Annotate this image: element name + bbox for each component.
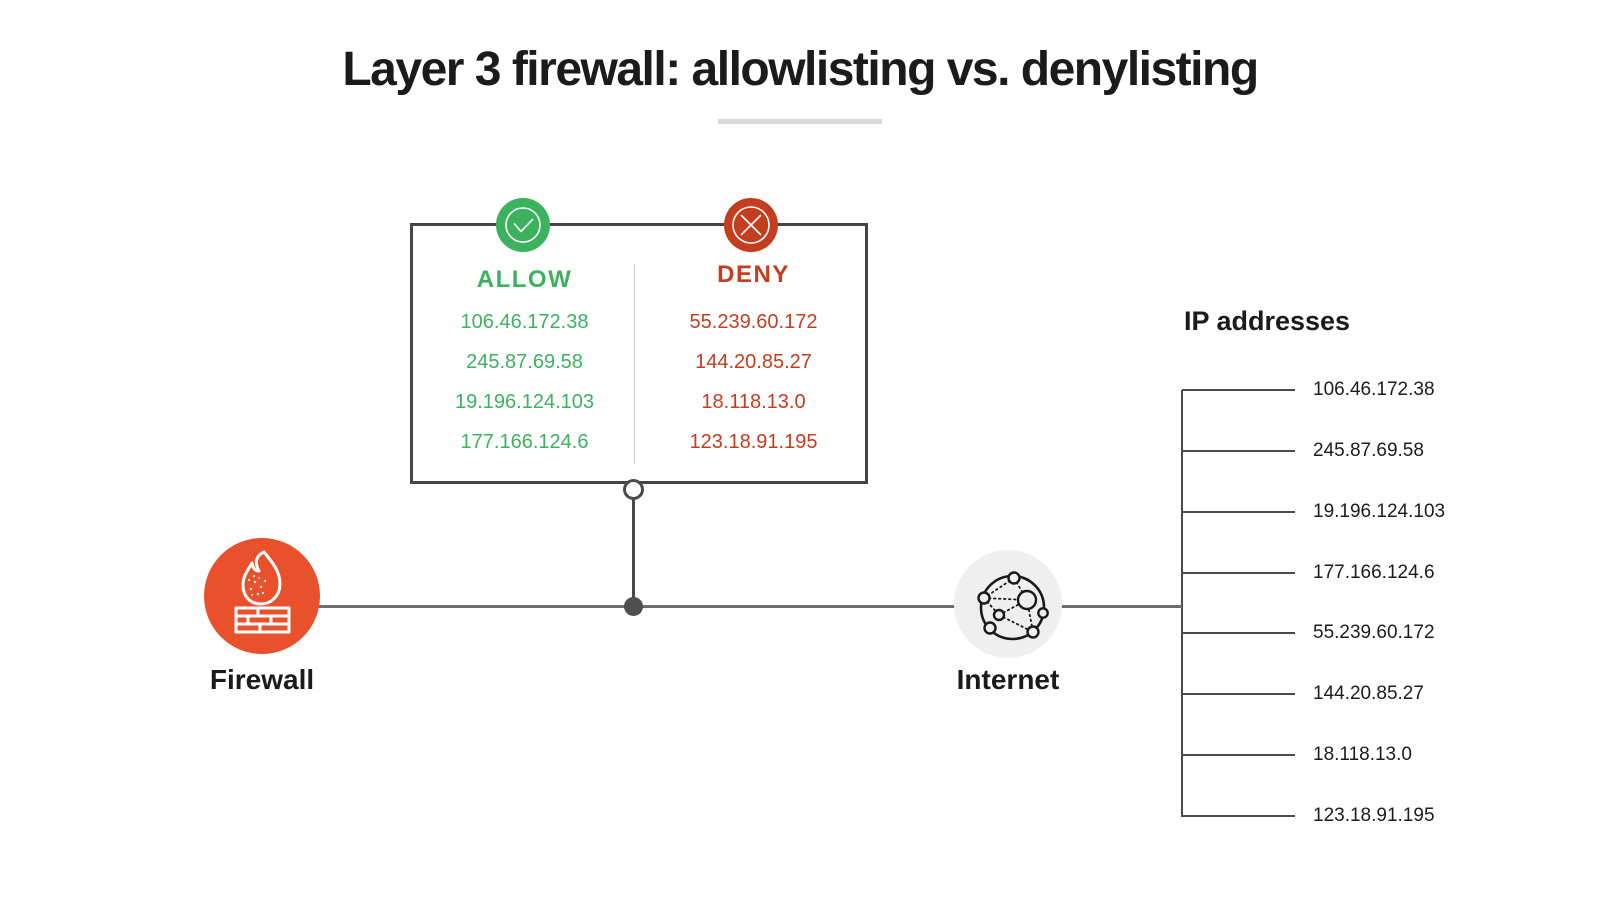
page-title: Layer 3 firewall: allowlisting vs. denyl… xyxy=(342,43,1259,96)
internet-node xyxy=(954,550,1062,658)
internet-label: Internet xyxy=(956,664,1060,695)
ip-list-item: 106.46.172.38 xyxy=(1313,379,1435,400)
allow-deny-panel xyxy=(410,223,868,484)
bracket-tick xyxy=(1182,815,1295,817)
allow-ip: 177.166.124.6 xyxy=(460,431,589,453)
network-globe-icon xyxy=(977,571,1049,641)
ip-list-item: 55.239.60.172 xyxy=(1313,622,1435,643)
deny-heading: DENY xyxy=(717,261,790,288)
bracket-tick xyxy=(1182,389,1295,391)
bracket-tick xyxy=(1182,632,1295,634)
allow-ip: 106.46.172.38 xyxy=(460,311,589,333)
deny-ip: 123.18.91.195 xyxy=(689,431,818,453)
deny-ip: 18.118.13.0 xyxy=(701,391,806,413)
ip-list-title: IP addresses xyxy=(1183,306,1351,336)
allow-ip: 245.87.69.58 xyxy=(466,351,583,373)
allow-heading: ALLOW xyxy=(476,266,573,293)
flame-firewall-icon xyxy=(234,550,291,634)
panel-divider xyxy=(634,264,635,464)
bracket-tick xyxy=(1182,754,1295,756)
deny-ip: 55.239.60.172 xyxy=(689,311,818,333)
panel-connector-node xyxy=(623,479,644,500)
bracket-tick xyxy=(1182,572,1295,574)
ip-list-item: 18.118.13.0 xyxy=(1313,744,1412,765)
ip-list-item: 19.196.124.103 xyxy=(1313,501,1446,522)
ip-list-item: 245.87.69.58 xyxy=(1313,440,1424,461)
bracket-line xyxy=(1181,390,1183,817)
title-underline xyxy=(718,119,882,124)
firewall-node xyxy=(204,538,320,654)
ip-list-item: 123.18.91.195 xyxy=(1313,805,1435,826)
bracket-tick xyxy=(1182,511,1295,513)
firewall-label: Firewall xyxy=(209,664,315,695)
bracket-tick xyxy=(1182,450,1295,452)
bracket-tick xyxy=(1182,693,1295,695)
ip-list-item: 177.166.124.6 xyxy=(1313,562,1435,583)
panel-connector-line xyxy=(632,499,635,607)
check-icon xyxy=(496,198,550,252)
deny-ip: 144.20.85.27 xyxy=(695,351,812,373)
main-connection-line xyxy=(317,605,1182,608)
allow-ip: 19.196.124.103 xyxy=(454,391,595,413)
junction-dot xyxy=(624,597,643,616)
x-icon xyxy=(724,198,778,252)
ip-list-item: 144.20.85.27 xyxy=(1313,683,1424,704)
